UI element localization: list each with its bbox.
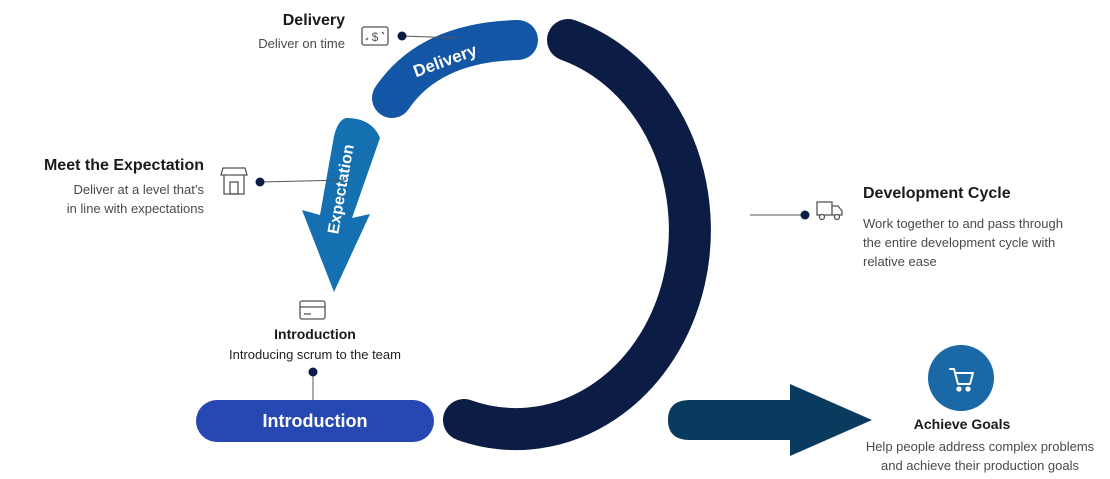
goal-circle xyxy=(928,345,994,411)
svg-text:$: $ xyxy=(372,30,379,44)
expectation-desc-line-1: Deliver at a level that’s xyxy=(73,182,204,197)
money-icon: $ xyxy=(361,26,389,46)
delivery-title: Delivery xyxy=(282,12,345,29)
goals-desc-line-2: and achieve their production goals xyxy=(880,458,1080,473)
expectation-desc: Deliver at a level that’s in line with e… xyxy=(67,180,204,218)
development-desc: Work together to and pass through the en… xyxy=(863,214,1063,271)
development-desc-line-3: relative ease xyxy=(863,254,937,269)
expectation-desc-line-2: in line with expectations xyxy=(66,201,204,216)
goals-desc-line-1: Help people address complex problems xyxy=(865,439,1095,454)
expectation-title: Meet the Expectation xyxy=(43,157,204,174)
development-desc-line-1: Work together to and pass through xyxy=(863,216,1063,231)
connector-development xyxy=(750,210,810,220)
band-label-life-cycle: Life Cycle xyxy=(717,223,744,296)
introduction-desc: Introducing scrum to the team xyxy=(229,347,401,362)
goals-desc: Help people address complex problems and… xyxy=(852,437,1108,475)
connector-introduction xyxy=(308,367,318,400)
development-desc-line-2: the entire development cycle with xyxy=(863,235,1056,250)
introduction-pill xyxy=(196,400,434,442)
connector-delivery xyxy=(397,31,459,41)
goals-arrow xyxy=(668,384,872,456)
cart-icon xyxy=(949,368,974,392)
production-arc xyxy=(443,19,711,451)
delivery-desc: Deliver on time xyxy=(258,36,345,51)
connector-expectation xyxy=(255,177,347,187)
development-title: Development Cycle xyxy=(863,185,1011,202)
card-icon xyxy=(299,300,326,320)
expectation-arrow xyxy=(302,118,380,292)
band-label-introduction: Introduction xyxy=(263,411,368,431)
goals-title: Achieve Goals xyxy=(913,416,1011,432)
store-icon xyxy=(220,167,248,195)
truck-icon xyxy=(816,201,843,221)
delivery-arc xyxy=(372,20,538,118)
introduction-title: Introduction xyxy=(274,326,356,342)
